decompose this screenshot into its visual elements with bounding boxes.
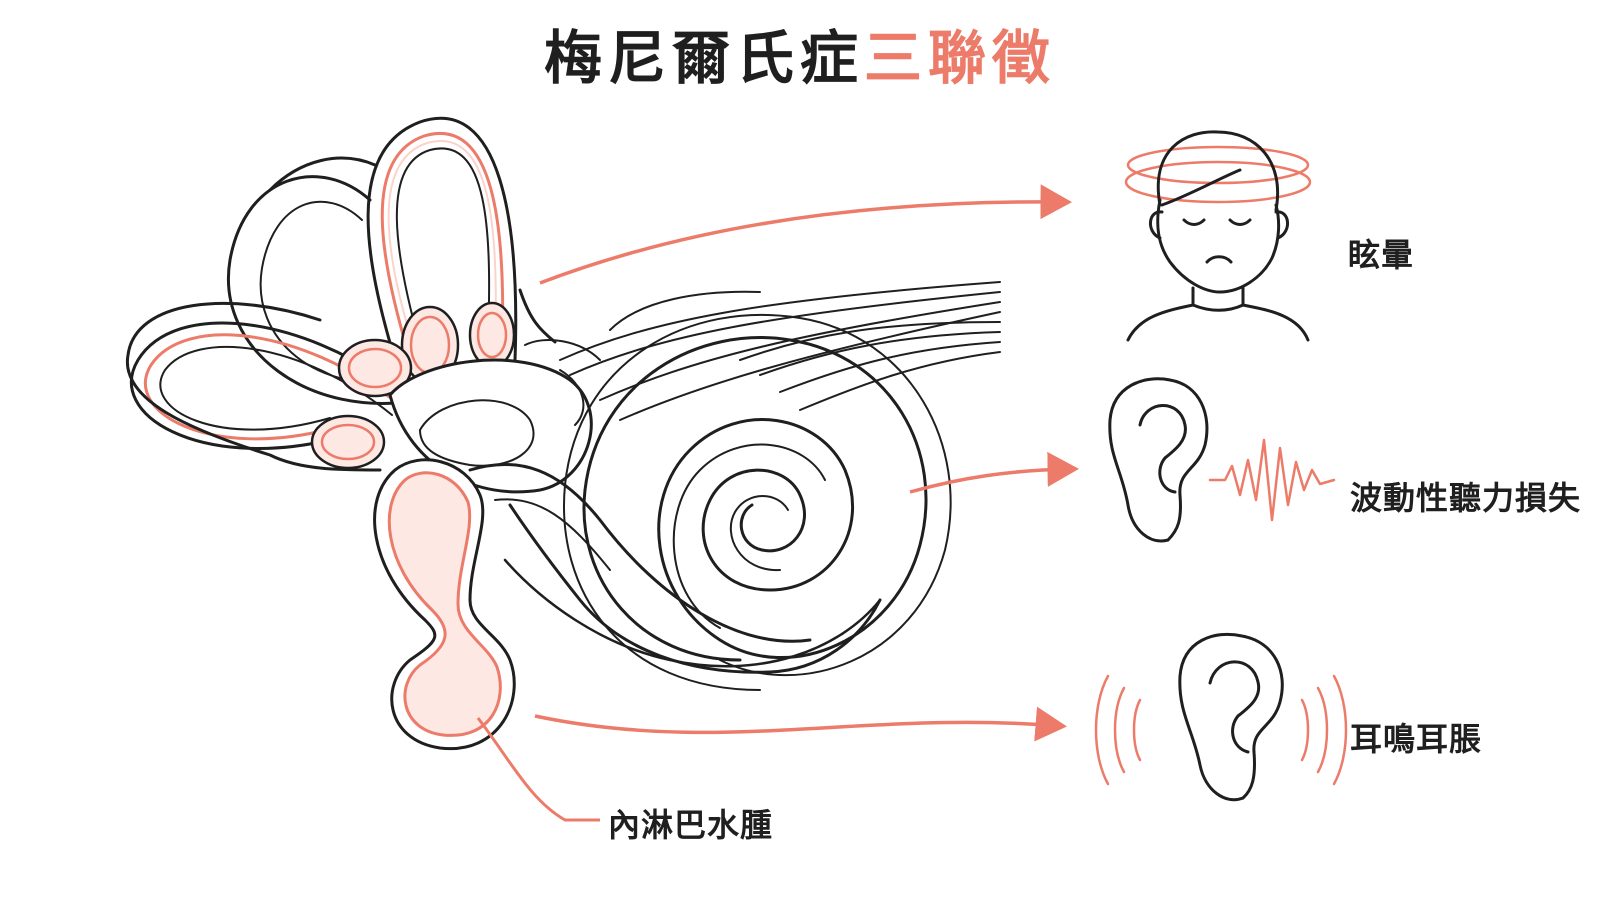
cochlear-duct: [468, 462, 882, 668]
symptom-label-hearing-loss: 波動性聽力損失: [1350, 479, 1582, 517]
lateral-canal: [130, 321, 402, 450]
cause-label: 內淋巴水腫: [608, 806, 774, 844]
symptom-label-vertigo: 眩暈: [1348, 236, 1415, 274]
ear-ringing-icon: [1094, 632, 1348, 802]
ringing-waves: [1094, 674, 1348, 786]
sound-wave: [1208, 438, 1336, 522]
title-main: 梅尼爾氏症: [543, 24, 864, 92]
diagram-title: 梅尼爾氏症三聯徵: [0, 18, 1600, 98]
arrow-to-tinnitus: [534, 706, 1067, 742]
bony-outline: [125, 156, 882, 674]
title-accent: 三聯徵: [864, 24, 1057, 92]
labyrinth: [125, 116, 1001, 751]
vestibulocochlear-nerve: [559, 281, 1001, 421]
symptom-label-tinnitus: 耳鳴耳脹: [1350, 720, 1483, 758]
ampullae: [310, 301, 516, 470]
endolymphatic-sac: [373, 458, 516, 751]
dizzy-head-icon: [1124, 130, 1312, 342]
cause-leader-line: [476, 717, 600, 822]
cochlea: [563, 313, 952, 691]
arrow-to-vertigo: [539, 184, 1072, 285]
superior-canal: [366, 116, 518, 362]
ear-soundwave-icon: [1108, 377, 1336, 543]
arrow-to-hearing-loss: [909, 451, 1079, 494]
